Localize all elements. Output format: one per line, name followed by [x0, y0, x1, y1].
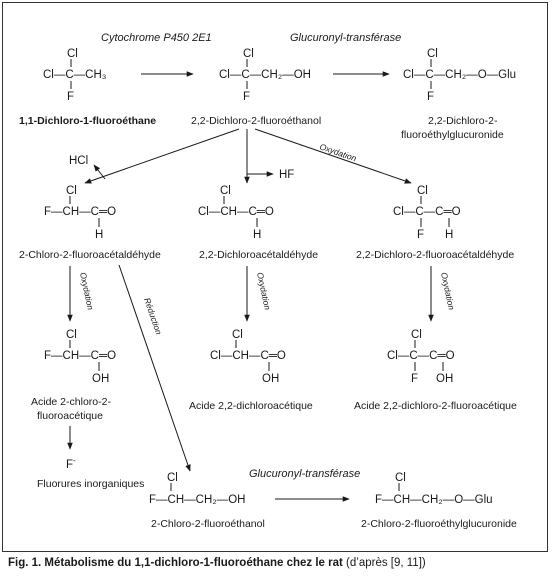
substituent-cl: Cl	[167, 472, 178, 484]
compound-dichlorofluoroacetic-acid: Cl Cl—C—C═O F OH Acide 2,2-dichloro-2-fl…	[354, 329, 517, 412]
compound-dichlorofluoroethane: Cl Cl—C—CH₃ F 1,1-Dichloro-1-fluoroéthan…	[19, 48, 156, 127]
compound-name-line1: 2,2-Dichloro-2-	[428, 115, 498, 127]
substituent-cl: Cl	[220, 185, 231, 197]
fluoride-ion: F-	[66, 456, 76, 471]
enzyme-ugt-bottom-label: Glucuronyl-transférase	[249, 468, 360, 480]
structure-formula: F—CH—CH₂—OH	[149, 494, 245, 506]
compound-chlorofluoroacetaldehyde: Cl F—CH—C═O H 2-Chloro-2-fluoroacétaldéh…	[19, 185, 161, 261]
compound-dichlorofluoroethanol: Cl Cl—C—CH₂—OH F 2,2-Dichloro-2-fluoroét…	[191, 48, 321, 127]
caption-title: Fig. 1. Métabolisme du 1,1-dichloro-1-fl…	[8, 557, 343, 569]
compound-name-line2: fluoroéthylglucuronide	[401, 129, 504, 141]
substituent-cl: Cl	[66, 329, 77, 341]
arrow-to-chlorofluoroacetaldehyde	[84, 128, 240, 184]
structure-formula: Cl—C—C═O	[393, 206, 461, 218]
enzyme-cyp2e1-label: Cytochrome P450 2E1	[101, 32, 212, 44]
substituent-f: F	[427, 91, 434, 103]
arrow-reduction	[118, 264, 191, 472]
substituent-f: F	[67, 91, 74, 103]
substituent-cl: Cl	[427, 48, 438, 60]
structure-formula: Cl—C—CH₂—OH	[219, 69, 311, 81]
compound-name: 1,1-Dichloro-1-fluoroéthane	[19, 115, 156, 127]
compound-name: Acide 2,2-dichloroacétique	[189, 400, 313, 412]
substituent-h: H	[253, 229, 261, 241]
compound-chlorofluoroethylglucuronide: Cl F—CH—CH₂—O—Glu 2-Chloro-2-fluoroéthyl…	[361, 472, 517, 530]
substituent-f: F	[417, 229, 424, 241]
substituent-cl: Cl	[395, 472, 406, 484]
compound-name: Fluorures inorganiques	[37, 478, 144, 490]
substituent-f: F	[411, 373, 418, 385]
figure-caption: Fig. 1. Métabolisme du 1,1-dichloro-1-fl…	[8, 557, 548, 569]
compound-dichlorofluoroethylglucuronide: Cl Cl—C—CH₂—O—Glu F 2,2-Dichloro-2- fluo…	[401, 48, 516, 141]
structure-formula: Cl—C—CH₃	[43, 69, 107, 81]
compound-name: 2-Chloro-2-fluoroéthanol	[151, 518, 265, 530]
compound-name: Acide 2,2-dichloro-2-fluoroacétique	[354, 400, 517, 412]
compound-name: 2,2-Dichloro-2-fluoroéthanol	[191, 115, 321, 127]
compound-name-line1: Acide 2-chloro-2-	[31, 396, 111, 408]
oxidation-right-label: Oxydation	[439, 271, 457, 311]
substituent-oh: OH	[262, 373, 279, 385]
structure-formula: F—CH—CH₂—O—Glu	[375, 494, 493, 506]
arrow-hcl-release	[93, 164, 106, 180]
substituent-oh: OH	[436, 373, 453, 385]
oxidation-left-label: Oxydation	[78, 271, 96, 311]
compound-name: 2,2-Dichloroacétaldéhyde	[199, 249, 318, 261]
structure-formula: F—CH—C═O	[44, 350, 116, 362]
metabolism-diagram: Cytochrome P450 2E1 Glucuronyl-transféra…	[19, 32, 517, 530]
compound-name-line2: fluoroacétique	[37, 410, 103, 422]
structure-formula: Cl—CH—C═O	[198, 206, 274, 218]
substituent-h: H	[95, 229, 103, 241]
figure-frame: Cytochrome P450 2E1 Glucuronyl-transféra…	[2, 2, 548, 552]
substituent-cl: Cl	[417, 185, 428, 197]
substituent-cl: Cl	[232, 329, 243, 341]
reduction-label: Réduction	[142, 296, 164, 336]
substituent-cl: Cl	[67, 48, 78, 60]
compound-name: 2-Chloro-2-fluoroacétaldéhyde	[19, 249, 161, 261]
compound-chlorofluoroacetic-acid: Cl F—CH—C═O OH Acide 2-chloro-2- fluoroa…	[31, 329, 116, 422]
caption-source: (d’après [9, 11])	[342, 557, 426, 569]
compound-dichlorofluoroacetaldehyde: Cl Cl—C—C═O F H 2,2-Dichloro-2-fluoroacé…	[356, 185, 514, 261]
structure-formula: Cl—C—CH₂—O—Glu	[403, 69, 516, 81]
compound-name: 2-Chloro-2-fluoroéthylglucuronide	[361, 518, 517, 530]
structure-formula: F—CH—C═O	[44, 206, 116, 218]
byproduct-hcl: HCl	[69, 155, 88, 167]
substituent-cl: Cl	[411, 329, 422, 341]
oxidation-diagonal-label: Oxydation	[318, 141, 358, 163]
compound-chlorofluoroethanol: Cl F—CH—CH₂—OH 2-Chloro-2-fluoroéthanol	[149, 472, 265, 530]
substituent-cl: Cl	[66, 185, 77, 197]
byproduct-hf: HF	[279, 169, 294, 181]
enzyme-ugt-top-label: Glucuronyl-transférase	[290, 32, 401, 44]
substituent-f: F	[243, 91, 250, 103]
compound-dichloroacetaldehyde: Cl Cl—CH—C═O H 2,2-Dichloroacétaldéhyde	[198, 185, 318, 261]
structure-formula: Cl—CH—C═O	[210, 350, 286, 362]
structure-formula: Cl—C—C═O	[387, 350, 455, 362]
substituent-h: H	[445, 229, 453, 241]
compound-name: 2,2-Dichloro-2-fluoroacétaldéhyde	[356, 249, 514, 261]
compound-dichloroacetic-acid: Cl Cl—CH—C═O OH Acide 2,2-dichloroacétiq…	[189, 329, 313, 412]
oxidation-mid-label: Oxydation	[255, 271, 273, 311]
substituent-oh: OH	[92, 373, 109, 385]
substituent-cl: Cl	[243, 48, 254, 60]
inorganic-fluoride: F- Fluorures inorganiques	[37, 456, 144, 490]
arrow-to-dichlorofluoroacetaldehyde	[254, 128, 412, 184]
